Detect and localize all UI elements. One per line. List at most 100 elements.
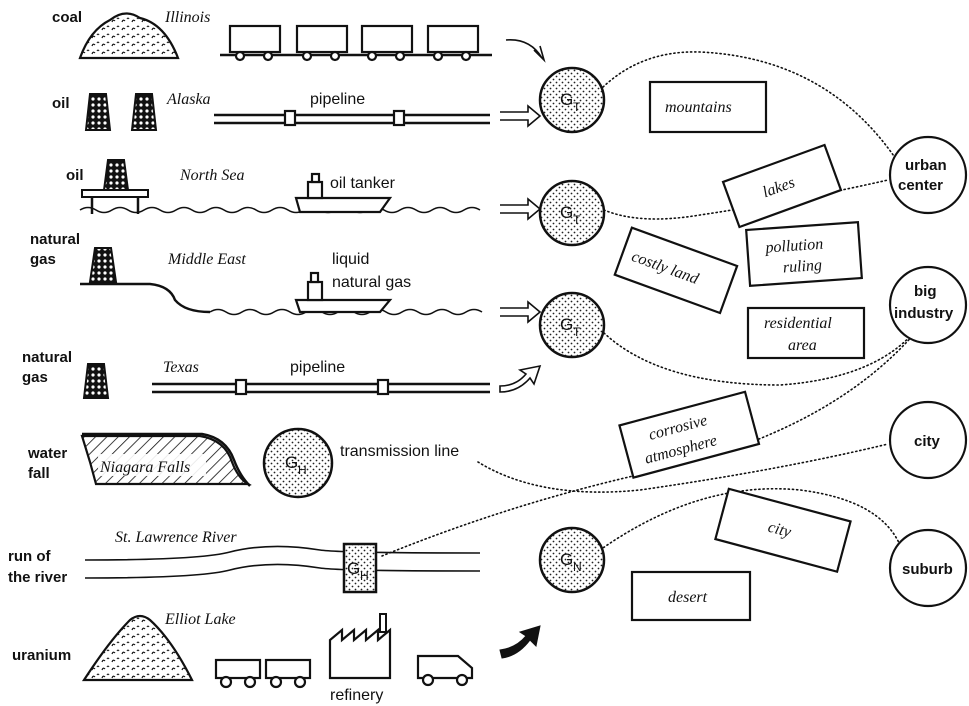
- oil-tanker-label: oil tanker: [330, 175, 396, 192]
- box-lakes: lakes: [721, 143, 843, 229]
- texas-gas-well-icon: [82, 363, 110, 399]
- niagara-row: water fall Niagara Falls G H transmissio…: [27, 427, 459, 499]
- gn-main: G: [560, 550, 573, 569]
- urban-label-1: urban: [905, 157, 947, 174]
- coal-pile-icon: [78, 12, 180, 60]
- river-bank-bottom: [84, 563, 481, 579]
- coal-train-icon: [220, 24, 492, 62]
- oil-tanker-icon: [294, 172, 393, 214]
- hydro-generator-1: [262, 427, 334, 499]
- gt3-sub: T: [573, 325, 581, 339]
- coal-arrow-icon: [505, 39, 546, 63]
- st-lawrence-row: St. Lawrence River run of the river G H: [8, 529, 481, 594]
- alaska-pipeline-icon: [214, 109, 490, 127]
- oil-derrick-icon-2: [130, 93, 158, 131]
- residential-label-1: residential: [764, 315, 832, 332]
- box-mountains: mountains: [648, 80, 768, 134]
- north-sea-arrow-icon: [500, 197, 542, 221]
- thermal-generator-1: [538, 66, 606, 134]
- load-big-industry: big industry: [888, 265, 968, 345]
- river-label-2: the river: [8, 569, 67, 586]
- waterfall-label-2: fall: [28, 465, 50, 482]
- me-gas-label-2: gas: [30, 251, 56, 268]
- alaska-label: Alaska: [166, 91, 211, 108]
- city-constraint-label: city: [766, 519, 794, 542]
- texas-row: natural gas Texas pipeline: [22, 349, 542, 399]
- coal-label: coal: [52, 9, 82, 26]
- coal-row: coal Illinois: [52, 9, 546, 63]
- elliot-lake-label: Elliot Lake: [164, 611, 236, 628]
- hydro-gen-2-main: G: [347, 559, 360, 578]
- refinery-icon: [328, 613, 392, 680]
- generator-gt3: G T: [538, 291, 606, 359]
- alaska-oil-label: oil: [52, 95, 70, 112]
- desert-label: desert: [668, 589, 708, 606]
- box-residential-area: residential area: [746, 306, 866, 360]
- industry-label-1: big: [914, 283, 937, 300]
- st-lawrence-label: St. Lawrence River: [115, 529, 237, 546]
- niagara-label: Niagara Falls: [99, 459, 190, 476]
- urban-center-circle: [888, 135, 968, 215]
- path-gt1-urban: [599, 51, 901, 166]
- suburb-circle: [888, 528, 968, 608]
- path-hydro1-city: [477, 443, 889, 493]
- shoreline: [80, 282, 211, 314]
- uranium-pile-icon: [81, 614, 194, 682]
- suburb-label: suburb: [902, 561, 953, 578]
- oil-platform-icon: [81, 159, 149, 214]
- alaska-oil-row: oil Alaska pipeline: [52, 91, 542, 131]
- box-costly-land: costly land: [613, 226, 739, 315]
- uranium-truck-icon: [214, 658, 312, 689]
- north-sea-label: North Sea: [179, 167, 244, 184]
- residential-label-2: area: [788, 337, 817, 354]
- middle-east-row: natural gas Middle East liquid natural g…: [30, 231, 542, 324]
- path-gn-suburb: [599, 487, 901, 551]
- big-industry-circle: [888, 265, 968, 345]
- uranium-row: uranium Elliot Lake refinery: [12, 611, 541, 704]
- industry-label-2: industry: [894, 305, 954, 322]
- tx-gas-label-2: gas: [22, 369, 48, 386]
- pollution-label-1: pollution: [764, 236, 824, 257]
- urban-label-2: center: [898, 177, 943, 194]
- nuclear-generator: [538, 526, 606, 594]
- generator-gn: G N: [538, 526, 606, 594]
- pollution-label-2: ruling: [782, 257, 822, 277]
- load-urban-center: urban center: [888, 135, 968, 215]
- texas-pipeline-label: pipeline: [290, 359, 345, 376]
- city-load-label: city: [914, 433, 941, 450]
- gt1-sub: T: [573, 100, 581, 114]
- lng-label-2: natural gas: [332, 274, 411, 291]
- uranium-label: uranium: [12, 647, 71, 664]
- city-load-circle: [888, 400, 968, 480]
- load-suburb: suburb: [888, 528, 968, 608]
- alaska-pipeline-label: pipeline: [310, 91, 365, 108]
- thermal-generator-3: [538, 291, 606, 359]
- hydro-gen-1-sub: H: [298, 463, 307, 477]
- alaska-arrow-icon: [500, 104, 542, 128]
- river-label-1: run of: [8, 548, 51, 565]
- box-desert: desert: [630, 570, 752, 622]
- north-sea-oil-label: oil: [66, 167, 84, 184]
- box-corrosive-atmosphere: corrosive atmosphere: [618, 390, 761, 479]
- thermal-generator-2: [538, 179, 606, 247]
- lng-tanker-icon: [294, 271, 393, 314]
- texas-pipeline-icon: [152, 378, 490, 396]
- hydro-generator-2: [342, 542, 378, 594]
- texas-arrow-icon: [499, 364, 542, 393]
- gn-sub: N: [573, 560, 582, 574]
- waterfall-label-bg: [98, 454, 206, 476]
- path-gt3-industry: [603, 324, 921, 386]
- oil-derrick-icon: [84, 93, 112, 131]
- generator-gt1: G T: [538, 66, 606, 134]
- uranium-arrow-icon: [499, 625, 541, 659]
- me-gas-label-1: natural: [30, 231, 80, 248]
- refinery-label: refinery: [330, 687, 383, 704]
- box-pollution-ruling: pollution ruling: [745, 220, 863, 288]
- illinois-label: Illinois: [164, 9, 210, 26]
- sea-waves: [79, 206, 481, 214]
- load-city: city: [888, 400, 968, 480]
- mountains-label: mountains: [665, 99, 732, 116]
- hydro-gen-1-main: G: [285, 453, 298, 472]
- delivery-van-icon: [416, 654, 474, 687]
